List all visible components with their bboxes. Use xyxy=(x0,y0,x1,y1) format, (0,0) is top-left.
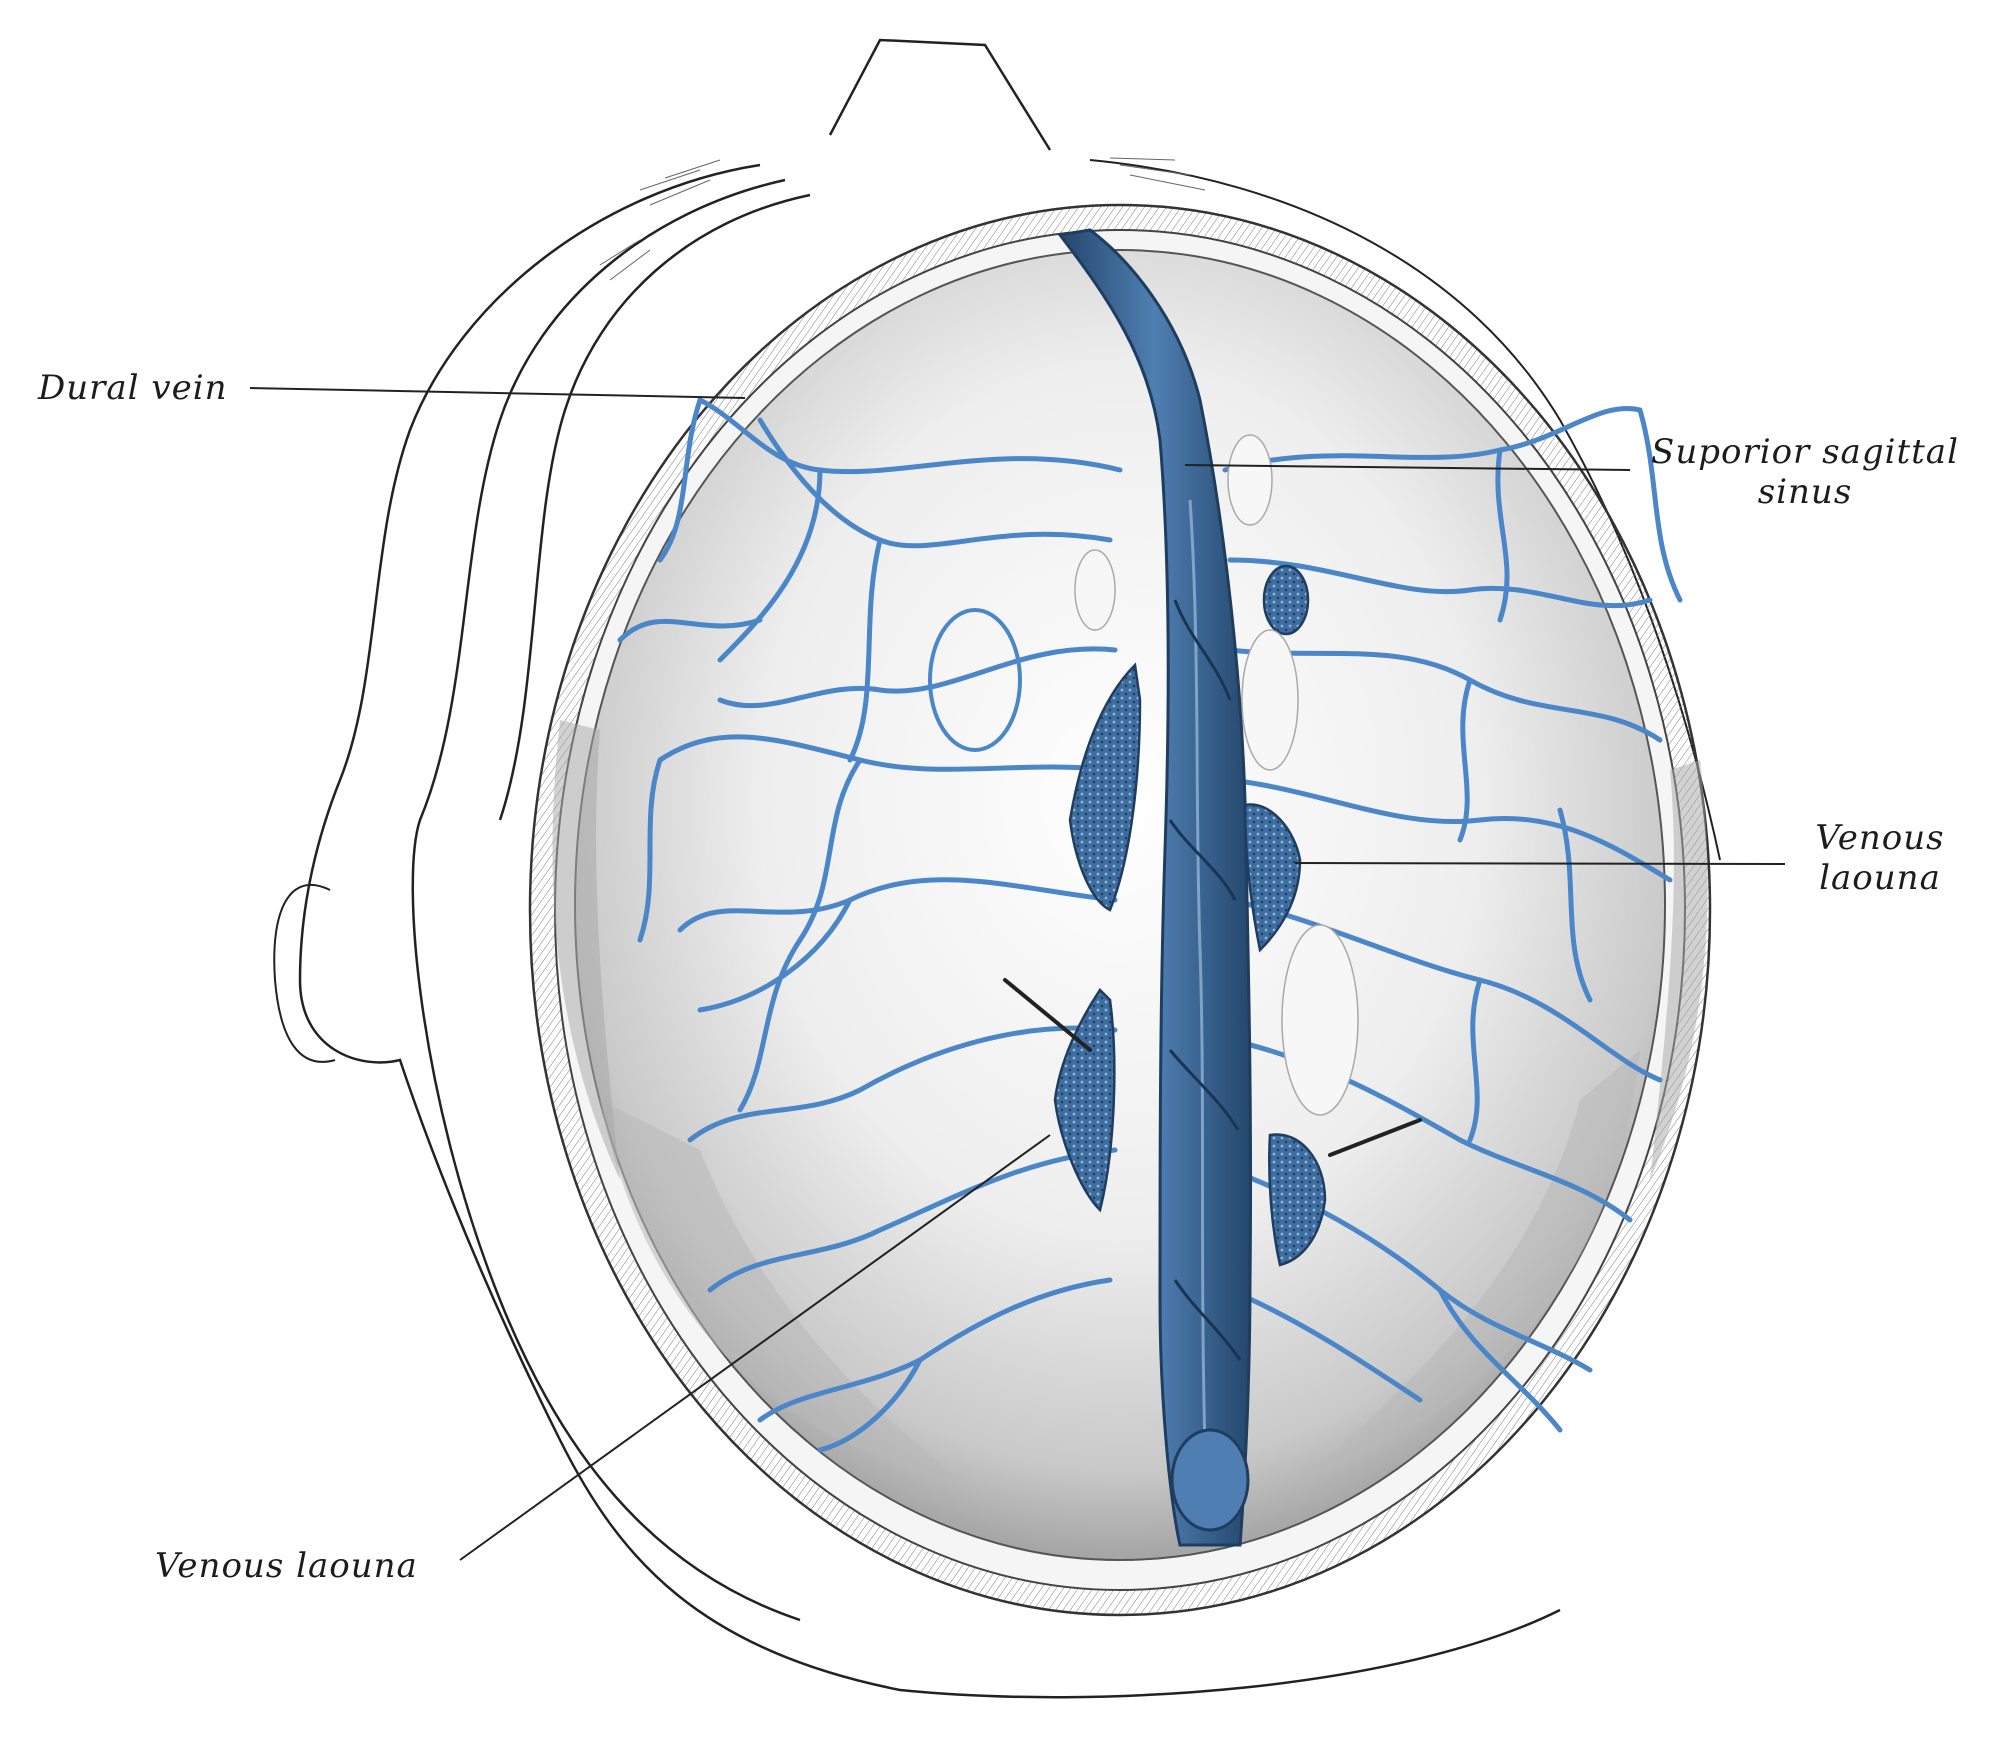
label-venous-lacuna-right-line2: laouna xyxy=(1819,858,1941,898)
leader-lines xyxy=(249,387,1786,1561)
label-venous-lacuna-right-line1: Venous xyxy=(1815,818,1945,858)
venous-lacunae xyxy=(1053,564,1327,1267)
leader-venous-lacuna-right xyxy=(1294,862,1786,865)
label-superior-sagittal-sinus-line1: Suporior sagittal xyxy=(1651,432,1959,472)
leader-dural-vein xyxy=(249,387,746,399)
label-superior-sagittal-sinus: Suporior sagittal sinus xyxy=(1630,432,1980,512)
superior-sagittal-sinus xyxy=(1057,228,1253,1547)
scalp-outline xyxy=(273,38,1721,1699)
leader-superior-sagittal-sinus xyxy=(1184,464,1631,471)
label-venous-lacuna-right: Venous laouna xyxy=(1790,818,1970,898)
leader-venous-lacuna-bottom xyxy=(459,1134,1051,1561)
brain-surface xyxy=(552,249,1708,1561)
arachnoid-granulations xyxy=(1074,434,1359,1116)
label-superior-sagittal-sinus-line2: sinus xyxy=(1757,472,1853,512)
hair-strands xyxy=(599,157,1206,281)
label-venous-lacuna-bottom: Venous laouna xyxy=(155,1546,418,1586)
probes xyxy=(1003,978,1422,1157)
label-dural-vein: Dural vein xyxy=(38,368,228,408)
